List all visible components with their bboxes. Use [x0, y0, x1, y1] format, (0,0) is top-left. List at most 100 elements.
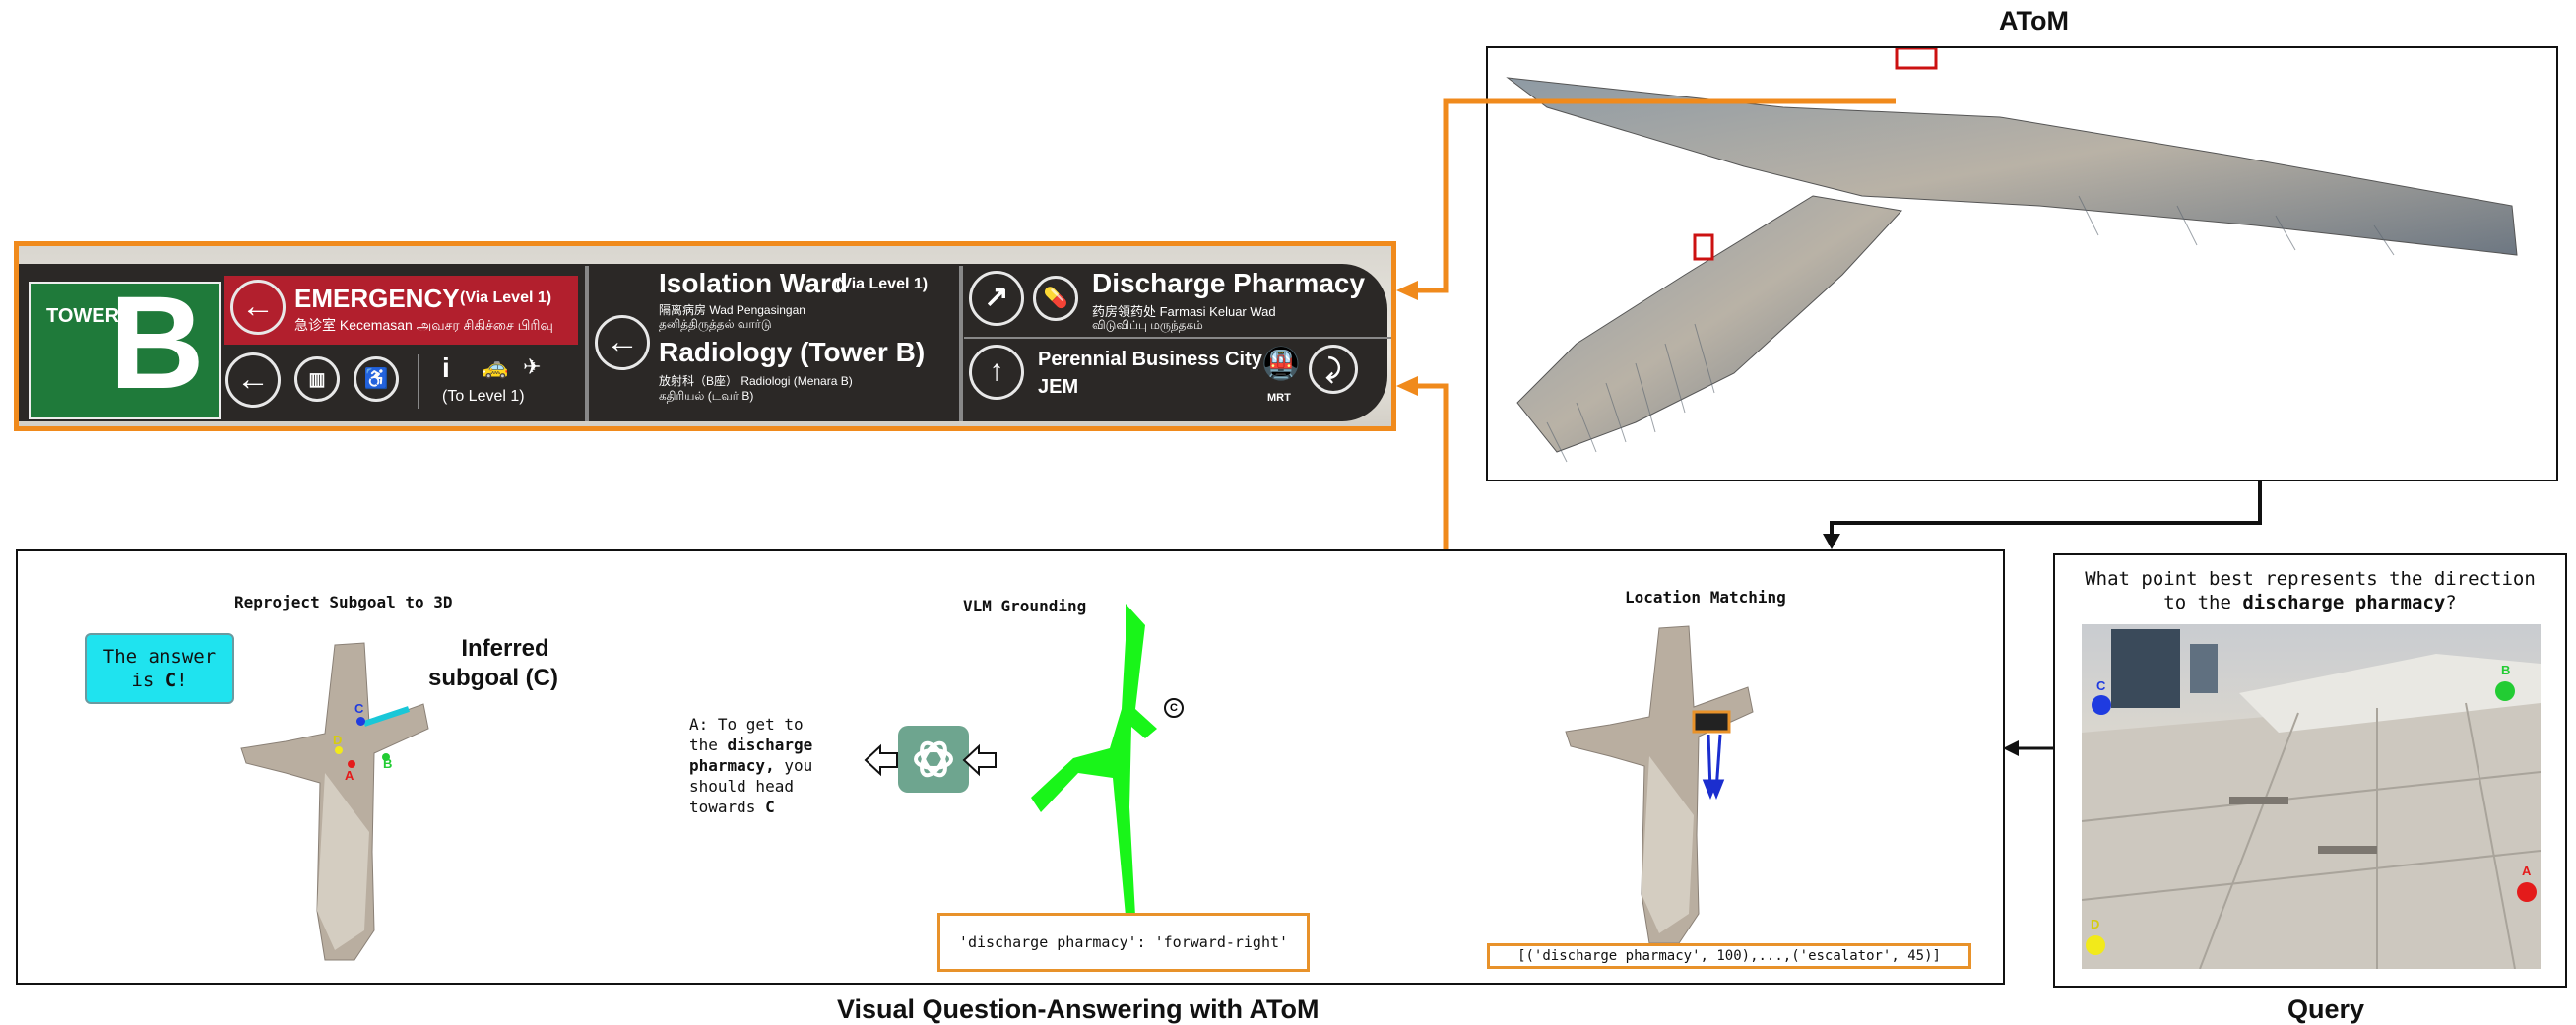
vlm-text-line-4: should head — [689, 777, 794, 796]
vlm-grounding-label: VLM Grounding — [963, 597, 1087, 615]
query-point-d-label: D — [2091, 917, 2100, 931]
answer-pre: is — [131, 670, 165, 691]
atom-map-panel — [1486, 46, 2558, 481]
openai-logo-icon — [898, 726, 969, 793]
point-b-marker — [382, 753, 390, 761]
u-turn-icon: ⤸ — [1309, 345, 1358, 394]
hollow-left-arrow-icon — [864, 743, 898, 777]
sign-isolation-sub: (Via Level 1) — [836, 276, 929, 292]
vlm-text-pre: the — [689, 736, 728, 754]
tower-label: TOWER — [46, 305, 120, 327]
query-point-d — [2086, 935, 2105, 955]
sign-isolation: Isolation Ward — [659, 268, 848, 298]
query-photo — [2082, 624, 2541, 969]
vlm-text-line-5: towards C — [689, 797, 812, 817]
point-d-label: D — [333, 733, 343, 747]
sign-emergency-multi: 急诊室 Kecemasan அவசர சிகிச்சை பிரிவு — [294, 317, 553, 333]
signage-photo: TOWER B ← EMERGENCY (Via Level 1) 急诊室 Ke… — [14, 241, 1396, 431]
point-c-marker — [356, 717, 365, 726]
pills-icon: 💊 — [1033, 276, 1078, 321]
vlm-text-line-1: A: To get to — [689, 715, 804, 734]
vlm-text-bold: discharge — [727, 736, 813, 754]
vlm-answer-text: A: To get to the discharge pharmacy, you… — [689, 714, 812, 817]
sign-to-level: (To Level 1) — [442, 388, 525, 405]
query-line-2: to the discharge pharmacy? — [2060, 591, 2560, 614]
sign-divider — [585, 266, 589, 421]
vlm-text-pre: towards — [689, 798, 766, 816]
query-post: ? — [2445, 592, 2457, 613]
reprojected-map — [240, 642, 429, 961]
point-a-marker — [348, 760, 355, 768]
query-point-c — [2092, 695, 2111, 715]
taxi-icon: 🚕 — [482, 354, 509, 379]
sign-isolation-multi: 隔离病房 Wad Pengasingan — [659, 303, 805, 317]
answer-line-2: is C! — [87, 669, 232, 692]
inferred-subgoal-label: Inferred subgoal (C) — [428, 634, 558, 693]
answer-post: ! — [176, 670, 188, 691]
point-b-label: B — [383, 756, 393, 771]
inferred-line-1: Inferred — [461, 635, 549, 662]
vlm-text-line-3: pharmacy, you — [689, 755, 812, 776]
query-bold: discharge pharmacy — [2242, 592, 2446, 613]
left-arrow-icon: ← — [595, 315, 650, 370]
lift-icon: ▥ — [294, 356, 340, 402]
sign-discharge-tamil: விடுவிப்பு மருந்தகம் — [1092, 318, 1203, 332]
vlm-text-bold: C — [765, 798, 775, 816]
location-output-box: [('discharge pharmacy', 100),...,('escal… — [1487, 943, 1971, 969]
atom-3d-map — [1506, 48, 2518, 463]
vlm-marker-c: C — [1164, 698, 1184, 718]
query-point-a — [2517, 882, 2537, 902]
wheelchair-icon: ♿ — [354, 356, 399, 402]
query-point-c-label: C — [2096, 678, 2106, 693]
answer-letter: C — [164, 670, 177, 691]
answer-line-1: The answer — [102, 646, 217, 668]
up-right-arrow-icon: ↗ — [969, 271, 1024, 326]
query-pre: to the — [2163, 592, 2243, 613]
sign-radiology: Radiology (Tower B) — [659, 337, 926, 367]
location-map — [1565, 625, 1754, 944]
atom-title: AToM — [1999, 6, 2069, 35]
vlm-output-box: 'discharge pharmacy': 'forward-right' — [937, 913, 1310, 972]
query-question: What point best represents the direction… — [2060, 567, 2560, 614]
sign-radiology-tamil: கதிரியல் (டவர் B) — [659, 389, 754, 403]
vlm-marker-label: C — [1170, 702, 1178, 714]
query-point-b — [2495, 681, 2515, 701]
query-point-b-label: B — [2501, 663, 2511, 677]
sign-emergency: EMERGENCY — [294, 284, 460, 313]
sign-divider — [959, 266, 963, 421]
sign-isolation-tamil: தனித்திருத்தல் வார்டு — [659, 317, 772, 331]
vlm-direction-graph — [1031, 604, 1157, 916]
sign-divider — [964, 337, 1391, 339]
query-point-a-label: A — [2522, 864, 2532, 878]
up-arrow-icon: ↑ — [969, 345, 1024, 400]
vlm-text-bold: pharmacy, — [689, 756, 775, 775]
vqa-title: Visual Question-Answering with AToM — [837, 994, 1320, 1024]
sign-discharge-multi: 药房領药处 Farmasi Keluar Wad — [1092, 304, 1276, 319]
point-c-label: C — [354, 701, 364, 716]
point-a-label: A — [345, 768, 354, 783]
inferred-line-2: subgoal (C) — [428, 665, 558, 691]
sign-jem: JEM — [1038, 376, 1079, 398]
location-matching-label: Location Matching — [1625, 588, 1786, 607]
answer-box: The answer is C! — [85, 633, 234, 704]
tower-letter: B — [109, 270, 205, 416]
sign-perennial: Perennial Business City — [1038, 349, 1262, 370]
tower-b-panel: TOWER B — [29, 278, 221, 419]
left-arrow-icon: ← — [230, 280, 286, 335]
departure-icon: ✈ — [523, 354, 542, 379]
info-icon: i — [442, 352, 450, 383]
sign-discharge: Discharge Pharmacy — [1092, 268, 1366, 298]
hollow-left-arrow-icon — [962, 743, 997, 777]
vlm-output-text: 'discharge pharmacy': 'forward-right' — [958, 933, 1289, 951]
sign-divider — [418, 354, 419, 409]
vlm-text-line-2: the discharge — [689, 735, 812, 755]
location-output-text: [('discharge pharmacy', 100),...,('escal… — [1517, 948, 1941, 964]
point-d-marker — [335, 746, 343, 754]
sign-emergency-sub: (Via Level 1) — [460, 289, 552, 306]
query-line-1: What point best represents the direction — [2085, 568, 2536, 590]
query-title: Query — [2287, 994, 2365, 1024]
vlm-text-post: you — [774, 756, 813, 775]
train-icon: 🚇 — [1261, 346, 1301, 381]
left-arrow-icon: ← — [225, 352, 281, 408]
sign-radiology-multi: 放射科（B座） Radiologi (Menara B) — [659, 374, 853, 388]
